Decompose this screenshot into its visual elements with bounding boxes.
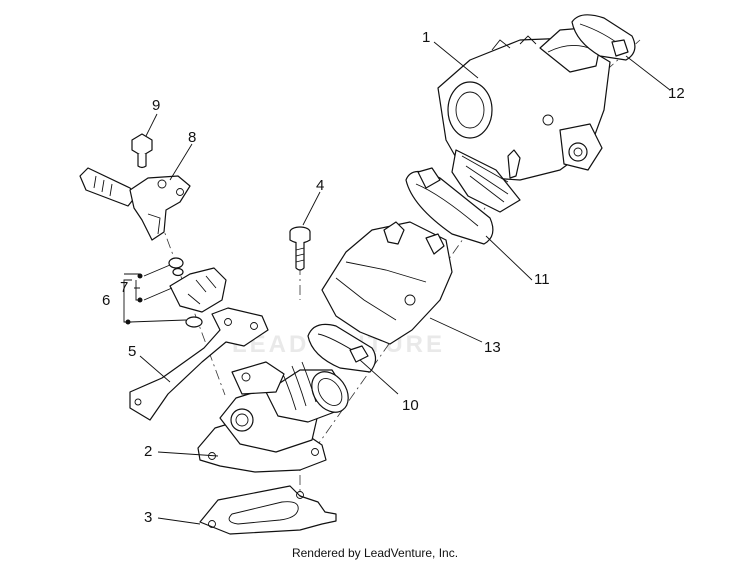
leader-7-a <box>143 264 171 277</box>
bracket-part <box>129 307 269 421</box>
leader-2 <box>157 451 219 457</box>
small-bolt-part <box>131 133 153 169</box>
marker-dot-1 <box>137 273 143 279</box>
leader-8 <box>169 143 193 181</box>
render-credit: Rendered by LeadVenture, Inc. <box>291 546 459 560</box>
callout-5: 5 <box>128 343 136 360</box>
intake-manifold-part <box>197 361 349 473</box>
marker-dot-3 <box>125 319 131 325</box>
lower-clamp-part <box>307 323 377 373</box>
callout-10: 10 <box>402 397 419 414</box>
gasket-part <box>199 485 337 535</box>
seal-kit-part <box>168 257 227 328</box>
leader-13 <box>429 317 483 343</box>
sensor-centerline <box>159 219 226 396</box>
leader-3 <box>157 517 201 525</box>
callout-2: 2 <box>144 443 152 460</box>
spacer-adapter-part <box>321 221 453 345</box>
callout-7: 7 <box>120 279 128 296</box>
callout-6: 6 <box>102 292 110 309</box>
bolt-part <box>289 226 311 271</box>
leader-1 <box>433 41 479 79</box>
callout-12: 12 <box>668 85 685 102</box>
leader-11 <box>485 235 533 281</box>
callout-1: 1 <box>422 29 430 46</box>
callout-3: 3 <box>144 509 152 526</box>
callout-9: 9 <box>152 97 160 114</box>
callout-8: 8 <box>188 129 196 146</box>
callout-4: 4 <box>316 177 324 194</box>
callout-13: 13 <box>484 339 501 356</box>
throttle-body-part <box>437 27 611 213</box>
leader-12 <box>625 55 671 91</box>
leader-4 <box>302 191 321 226</box>
callout-11: 11 <box>534 271 550 288</box>
marker-dot-2 <box>137 297 143 303</box>
leader-7-b <box>143 287 173 301</box>
leader-5 <box>139 355 171 383</box>
leader-9 <box>145 113 158 137</box>
sensor-part <box>79 167 191 241</box>
leader-6-c <box>129 319 187 323</box>
upper-clamp-part <box>405 167 494 245</box>
top-clamp-part <box>571 14 636 61</box>
leader-10 <box>359 359 399 395</box>
